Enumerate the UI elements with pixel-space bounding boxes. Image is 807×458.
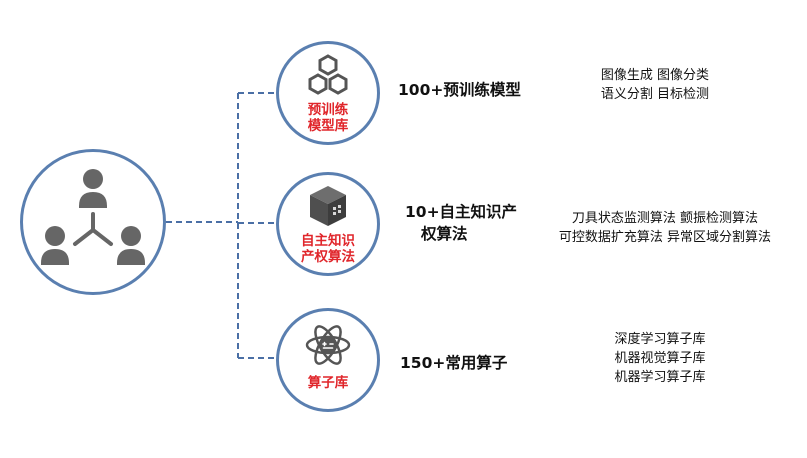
detail-line: 可控数据扩充算法 异常区域分割算法 [558,230,772,245]
node-title: 100+预训练模型 [398,79,521,101]
detail-line: 语义分割 目标检测 [600,87,710,102]
node-label: 自主知识 产权算法 [279,233,377,265]
node-label-line: 预训练 [307,102,349,118]
cube-box-icon [310,186,346,226]
detail-line: 图像生成 图像分类 [600,68,710,83]
node-title: 10+自主知识产 权算法 [405,201,517,245]
node-title: 150+常用算子 [400,352,507,374]
node-details: 刀具状态监测算法 颤振检测算法 可控数据扩充算法 异常区域分割算法 [545,209,785,247]
people-network-icon [41,169,145,265]
node-details: 深度学习算子库 机器视觉算子库 机器学习算子库 [590,330,730,387]
node-title-line: 150+常用算子 [400,354,508,372]
node-title-line: 100+预训练模型 [398,81,521,99]
hexagon-cluster-icon [308,54,348,95]
node-pretrained-models: 预训练 模型库 [276,41,380,145]
node-title-line: 10+自主知识产 [405,203,518,221]
node-operator-library: 算子库 [276,308,380,412]
node-details: 图像生成 图像分类 语义分割 目标检测 [580,66,730,104]
node-label: 预训练 模型库 [279,102,377,134]
detail-line: 深度学习算子库 [614,332,706,347]
detail-line: 机器学习算子库 [614,370,706,385]
node-label-line: 模型库 [307,118,349,134]
atom-icon [305,325,351,365]
node-title-line: 权算法 [421,225,468,243]
hub-circle [20,149,166,295]
node-label-line: 产权算法 [301,249,355,265]
node-proprietary-algorithms: 自主知识 产权算法 [276,172,380,276]
node-label-line: 自主知识 [301,233,355,249]
detail-line: 机器视觉算子库 [614,351,706,366]
node-label-line: 算子库 [307,375,349,391]
detail-line: 刀具状态监测算法 颤振检测算法 [571,211,759,226]
node-label: 算子库 [279,375,377,391]
